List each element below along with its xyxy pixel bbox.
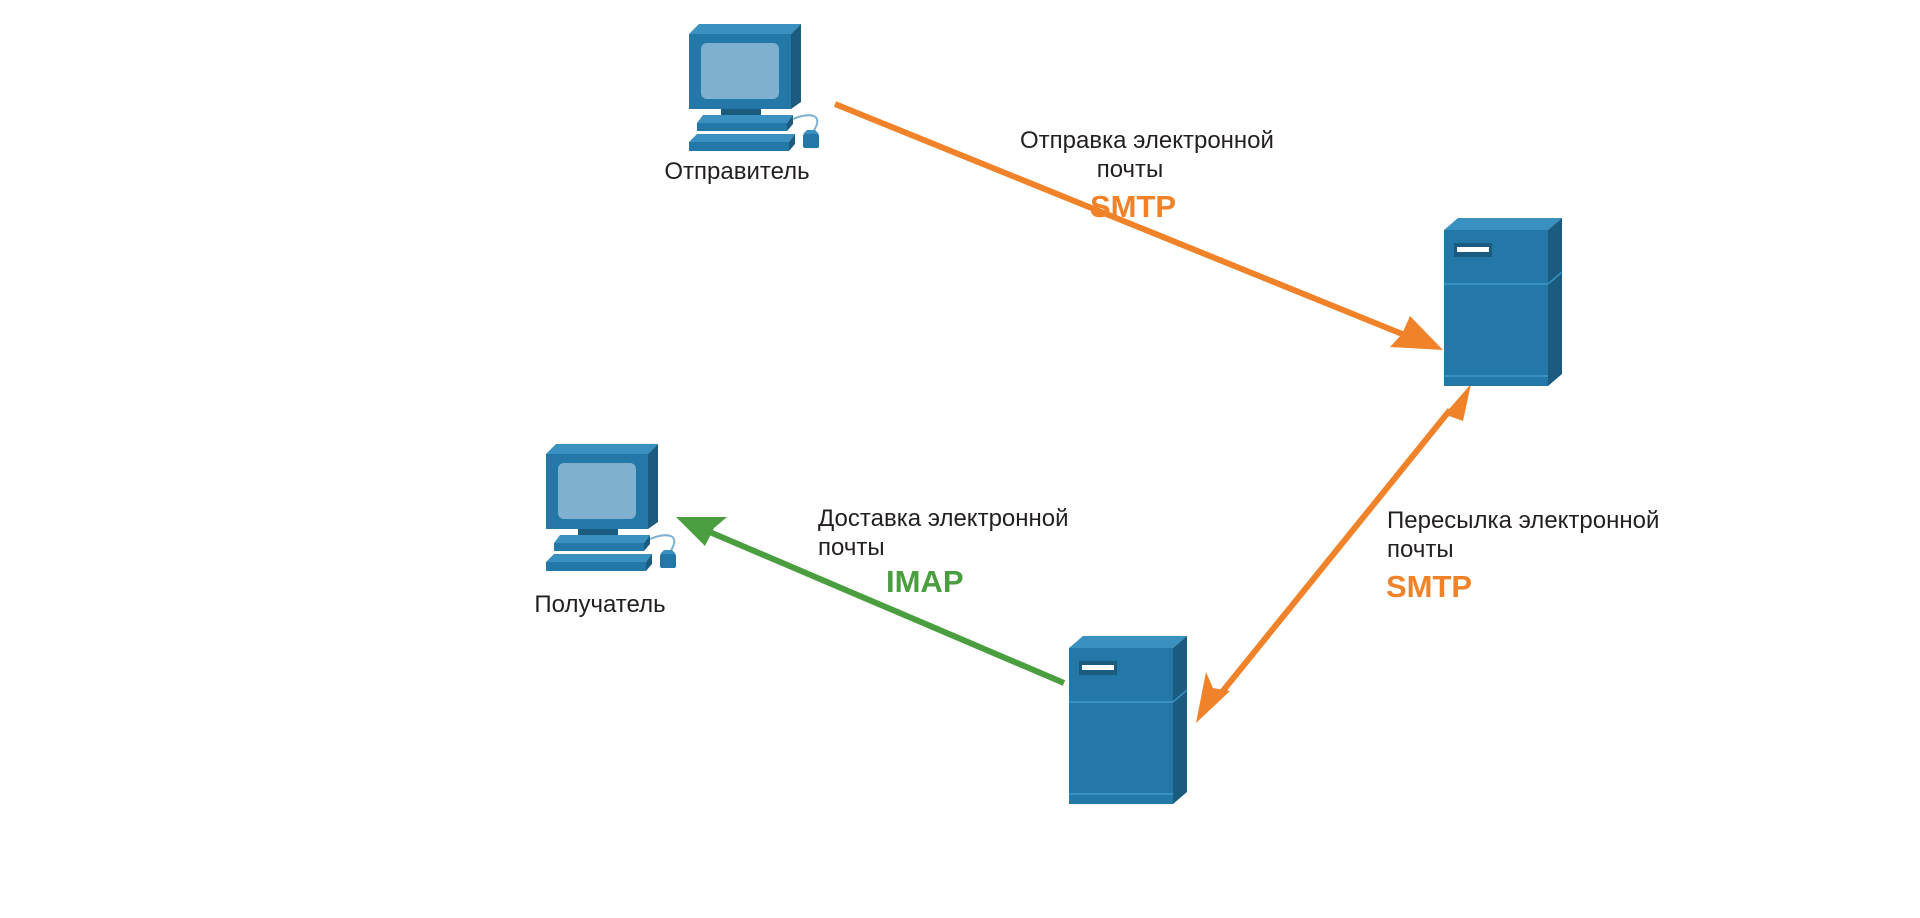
- forward-protocol: SMTP: [1386, 569, 1472, 604]
- send-protocol: SMTP: [1090, 189, 1176, 224]
- sender-mail-server-icon[interactable]: [1443, 217, 1563, 387]
- send-label-line1: Отправка электронной: [1020, 127, 1274, 154]
- forward-label-line1: Пересылка электронной: [1387, 507, 1659, 534]
- deliver-protocol: IMAP: [886, 564, 964, 599]
- deliver-arrow: [676, 517, 1066, 686]
- deliver-label-line2: почты: [818, 534, 885, 561]
- send-label-line2: почты: [1097, 156, 1164, 183]
- forward-label-line2: почты: [1387, 536, 1454, 563]
- sender-pc-icon[interactable]: [688, 23, 820, 152]
- sender-label: Отправитель: [664, 158, 809, 185]
- recipient-label: Получатель: [534, 591, 665, 618]
- deliver-label-line1: Доставка электронной: [818, 505, 1069, 532]
- recipient-mail-server-icon[interactable]: [1068, 635, 1188, 805]
- recipient-pc-icon[interactable]: [545, 443, 677, 572]
- send-arrow: [833, 101, 1443, 350]
- forward-arrow[interactable]: [1196, 384, 1471, 723]
